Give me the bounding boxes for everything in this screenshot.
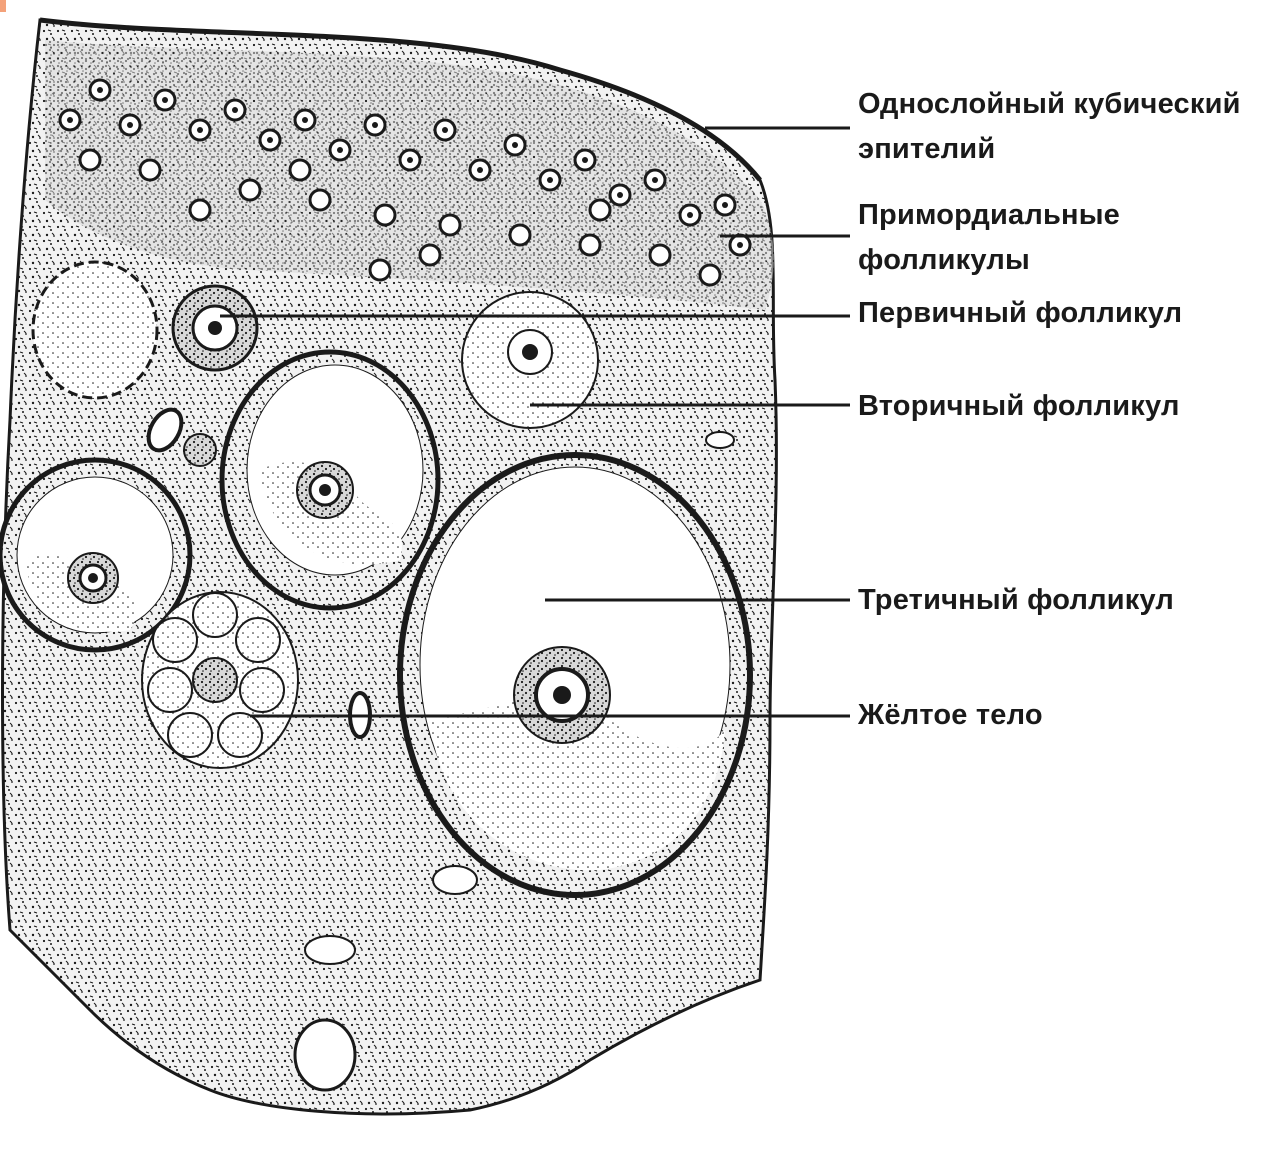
tertiary-follicle [400, 455, 750, 895]
label-primary-follicle: Первичный фолликул [858, 291, 1182, 336]
secondary-follicle [462, 292, 598, 428]
label-epithelium-line1: Однослойный кубический [858, 82, 1241, 127]
corpus-luteum [142, 592, 298, 768]
label-simple-cuboidal-epithelium: Однослойный кубический эпителий [858, 82, 1241, 172]
primary-follicle [173, 286, 257, 370]
label-tertiary-follicle: Третичный фолликул [858, 578, 1174, 623]
label-primordial-line1: Примордиальные [858, 193, 1120, 238]
label-primordial-follicles: Примордиальные фолликулы [858, 193, 1120, 283]
label-secondary-follicle: Вторичный фолликул [858, 384, 1180, 429]
atretic-body [33, 262, 157, 398]
label-primordial-line2: фолликулы [858, 238, 1120, 283]
label-epithelium-line2: эпителий [858, 127, 1241, 172]
label-corpus-luteum: Жёлтое тело [858, 693, 1043, 738]
antral-follicle-middle [222, 352, 438, 608]
